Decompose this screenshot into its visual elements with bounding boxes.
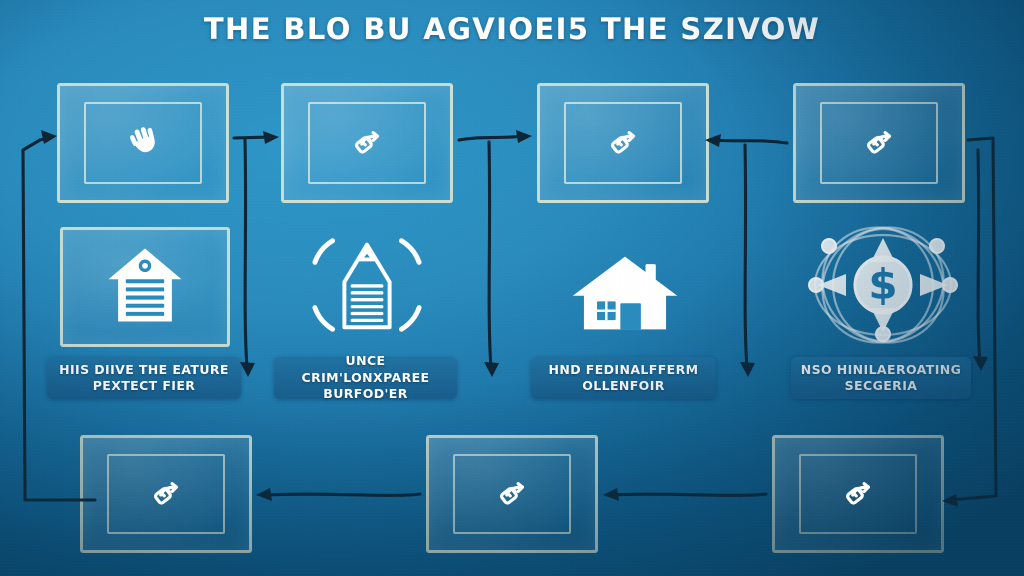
plug-arrow-icon bbox=[83, 471, 249, 518]
arrow-bottom-2-to-1 bbox=[256, 488, 422, 501]
plug-arrow-icon bbox=[284, 120, 450, 167]
middle-item-1-tile[interactable] bbox=[60, 227, 230, 347]
label-line-1: NSO HINILAEROATING bbox=[800, 361, 962, 377]
plug-arrow-icon bbox=[540, 120, 706, 167]
arrow-bottom-3-to-2 bbox=[603, 488, 768, 501]
plug-arrow-icon bbox=[796, 120, 962, 167]
bottom-card-3[interactable] bbox=[772, 435, 944, 553]
bottom-card-1[interactable] bbox=[80, 435, 252, 553]
arrow-drop-1 bbox=[240, 138, 255, 377]
svg-text:$: $ bbox=[868, 260, 897, 309]
page-title: THE BLO BU AGVIOEI5 THE SZIVOW bbox=[203, 12, 821, 46]
middle-item-3-label: HND FEDINALFFERM OLLENFOIR bbox=[531, 357, 716, 399]
top-card-1[interactable] bbox=[57, 83, 229, 203]
label-line-1: HND FEDINALFFERM bbox=[548, 361, 699, 377]
middle-item-4-label: NSO HINILAEROATING SECGERIA bbox=[791, 357, 971, 399]
label-line-2: PEXTECT FIER bbox=[92, 378, 196, 393]
arrow-top-1-to-2 bbox=[232, 131, 279, 144]
house-filled-icon bbox=[569, 251, 681, 340]
label-line-2: SECGERIA bbox=[844, 378, 918, 393]
plug-arrow-icon bbox=[775, 471, 941, 518]
label-line-1: UNCE CRIM'LONXPAREE bbox=[301, 353, 430, 385]
arrow-drop-4 bbox=[973, 148, 988, 371]
middle-item-3-tile[interactable] bbox=[540, 240, 710, 350]
barn-house-outline-brackets-icon bbox=[303, 225, 431, 348]
arrow-drop-3 bbox=[740, 143, 755, 377]
plug-arrow-icon bbox=[429, 471, 595, 518]
arrow-drop-2 bbox=[484, 140, 499, 377]
label-line-2: OLLENFOIR bbox=[582, 378, 665, 393]
top-card-3[interactable] bbox=[537, 83, 709, 203]
label-line-2: BURFOD'ER bbox=[323, 386, 408, 402]
bottom-card-2[interactable] bbox=[426, 435, 598, 553]
middle-item-2-tile[interactable] bbox=[287, 222, 447, 350]
middle-item-2-label: UNCE CRIM'LONXPAREE BURFOD'ER bbox=[274, 353, 457, 401]
middle-item-4-tile[interactable]: $ bbox=[795, 224, 971, 350]
arrow-top-4-to-3 bbox=[705, 134, 789, 147]
hand-swipe-icon bbox=[60, 119, 226, 168]
middle-item-1-label: HIIS DIIVE THE EATURE PEXTECT FIER bbox=[47, 357, 241, 399]
dollar-network-hub-icon: $ bbox=[798, 224, 968, 351]
arrow-top-2-to-3 bbox=[457, 130, 532, 143]
label-line-1: HIIS DIIVE THE EATURE bbox=[59, 361, 229, 377]
top-card-4[interactable] bbox=[793, 83, 965, 203]
top-card-2[interactable] bbox=[281, 83, 453, 203]
barn-house-filled-icon bbox=[97, 237, 193, 338]
